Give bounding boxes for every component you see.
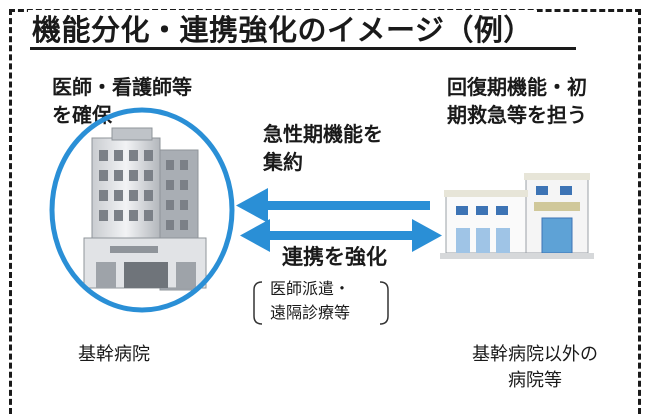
right-hospital-caption: 基幹病院以外の 病院等 bbox=[440, 342, 630, 394]
top-arrow-label-line-1: 急性期機能を bbox=[263, 122, 383, 146]
page-title: 機能分化・連携強化のイメージ（例） bbox=[28, 10, 537, 50]
top-arrow-label-line-2: 集約 bbox=[263, 150, 303, 174]
arrow-to-left bbox=[236, 188, 430, 223]
highlight-circle bbox=[49, 107, 235, 313]
left-heading-line-1: 医師・看護師等 bbox=[52, 75, 192, 99]
right-hospital-heading: 回復期機能・初 期救急等を担う bbox=[447, 73, 587, 129]
arrow-bidirectional bbox=[240, 219, 442, 252]
bottom-arrow-label: 連携を強化 bbox=[282, 245, 387, 269]
bottom-arrow-sublabel: 医師派遣・ 遠隔診療等 bbox=[270, 277, 350, 325]
left-hospital-caption: 基幹病院 bbox=[78, 344, 150, 365]
sublabel-line-1: 医師派遣・ bbox=[270, 279, 351, 298]
right-heading-line-2: 期救急等を担う bbox=[447, 103, 587, 127]
sublabel-line-2: 遠隔診療等 bbox=[270, 303, 351, 322]
left-hospital-building-icon bbox=[83, 127, 207, 291]
right-caption-line-1: 基幹病院以外の bbox=[472, 344, 598, 365]
top-arrow-label: 急性期機能を 集約 bbox=[263, 120, 383, 176]
right-heading-line-1: 回復期機能・初 bbox=[447, 75, 587, 99]
right-hospital-building-icon bbox=[440, 173, 594, 259]
right-caption-line-2: 病院等 bbox=[508, 370, 562, 391]
left-bracket-icon bbox=[253, 281, 263, 325]
right-bracket-icon bbox=[379, 281, 389, 325]
title-underline bbox=[30, 47, 576, 50]
